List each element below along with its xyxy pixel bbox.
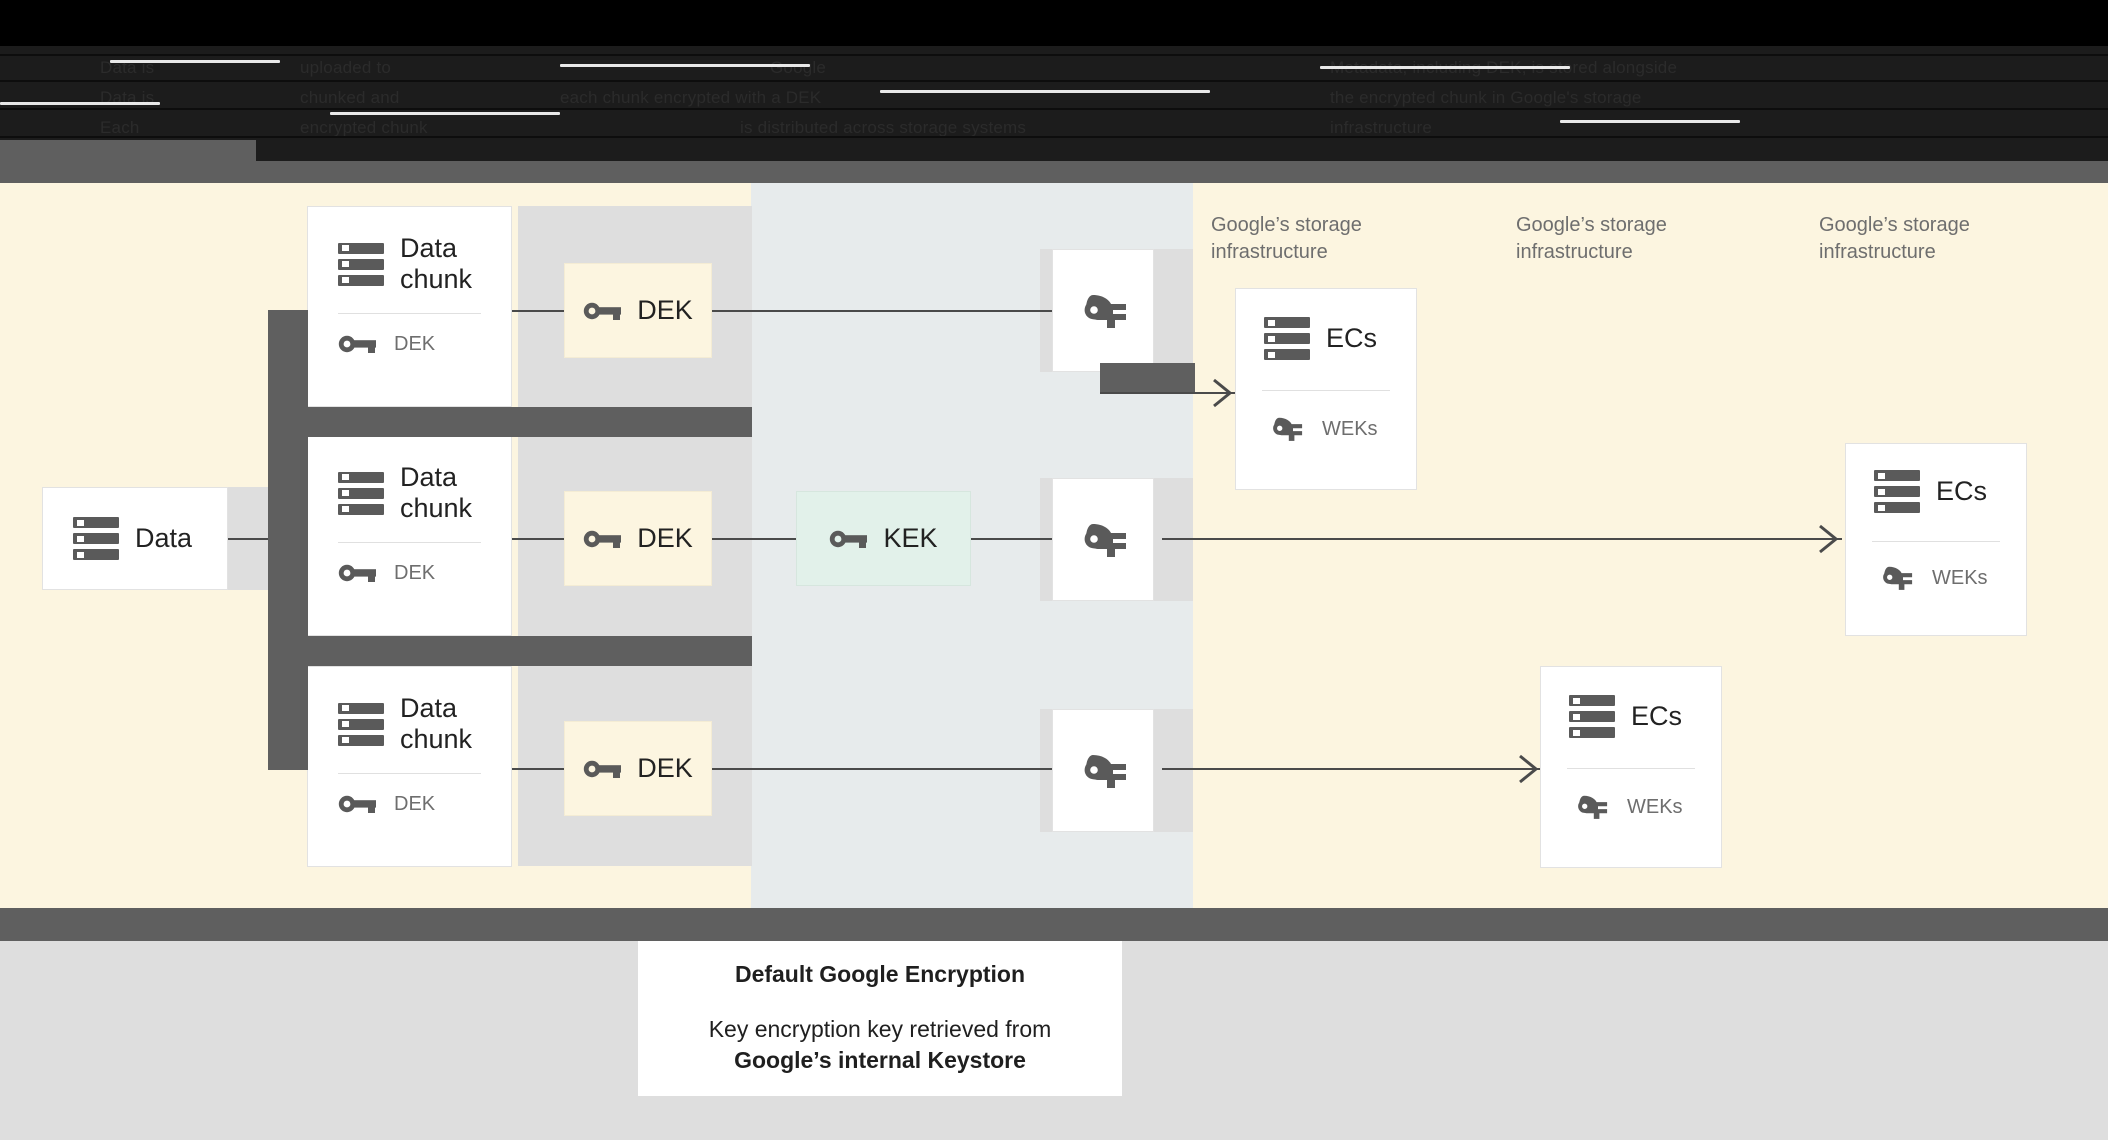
banner-text-6: each chunk encrypted with a DEK — [560, 88, 822, 107]
banner-text-10: is distributed across storage systems — [740, 118, 1027, 137]
card-divider — [1262, 390, 1390, 391]
wrapped-key-box[interactable] — [1052, 709, 1154, 832]
server-icon — [338, 702, 384, 746]
dek-chip[interactable]: DEK — [564, 491, 712, 586]
data-source-label: Data — [135, 522, 193, 553]
caption-box: Default Google Encryption Key encryption… — [638, 941, 1122, 1096]
banner-text-2: Google — [770, 58, 827, 77]
ec-card[interactable]: ECs WEKs — [1235, 288, 1417, 490]
banner-text-5: chunked and — [300, 88, 400, 107]
server-icon — [1874, 470, 1920, 513]
ec-weks-label: WEKs — [1627, 795, 1683, 818]
arrowline-to-ec1 — [1100, 392, 1236, 394]
caption-title: Default Google Encryption — [734, 960, 1026, 987]
key-icon — [338, 564, 376, 583]
wrapped-key-box[interactable] — [1052, 478, 1154, 601]
connector-chunk3-dek — [512, 768, 564, 770]
ec-title: ECs — [1936, 475, 1988, 506]
storage-label: Google’s storage infrastructure — [1211, 214, 1362, 263]
chunk-dek-label: DEK — [394, 332, 436, 355]
arrowhead-ec1 — [1213, 378, 1233, 408]
arrowhead-ec2 — [1519, 754, 1539, 784]
banner-text-9: encrypted chunk — [300, 118, 428, 137]
chunk-title: Data chunk — [400, 693, 473, 755]
key-icon — [584, 760, 622, 778]
top-black-band — [0, 0, 2108, 46]
connector-dek1-wk1 — [712, 310, 1054, 312]
connector-dek3-wk3 — [712, 768, 1054, 770]
wrapped-key-box[interactable] — [1052, 249, 1154, 372]
ec-title: ECs — [1326, 322, 1378, 353]
banner-text-4: Data is — [100, 88, 155, 107]
chunk-dek-label: DEK — [394, 561, 436, 584]
top-banner-band — [0, 46, 2108, 161]
server-icon — [338, 242, 384, 286]
kek-chip[interactable]: KEK — [796, 491, 971, 586]
chunk-title: Data chunk — [400, 462, 473, 524]
server-icon — [338, 471, 384, 515]
server-icon — [73, 517, 119, 560]
dek-chip[interactable]: DEK — [564, 721, 712, 816]
wrapped-key-icon — [1084, 754, 1126, 788]
key-icon — [584, 302, 622, 320]
caption-line1: Key encryption key retrieved from — [708, 1015, 1052, 1042]
data-source-card[interactable]: Data — [42, 487, 228, 590]
card-divider — [338, 542, 481, 544]
card-divider — [338, 313, 481, 315]
card-divider — [1567, 768, 1695, 769]
data-chunk-card[interactable]: Data chunk DEK — [307, 666, 512, 867]
data-chunk-card[interactable]: Data chunk DEK — [307, 435, 512, 636]
ec-title: ECs — [1631, 700, 1683, 731]
occlusion-horizontal-2 — [268, 636, 752, 666]
ec-card[interactable]: ECs WEKs — [1845, 443, 2027, 636]
occlusion-horizontal-1 — [268, 407, 752, 437]
wrapped-key-icon — [1084, 294, 1126, 328]
banner-text-8: Each — [100, 118, 140, 137]
occlusion-arrow-1 — [1100, 363, 1195, 392]
wrapped-key-icon — [1273, 417, 1303, 441]
card-divider — [1872, 541, 2000, 542]
storage-label: Google’s storage infrastructure — [1819, 214, 1970, 263]
dek-chip-label: DEK — [637, 295, 693, 325]
arrowline-to-ec3 — [1162, 538, 1842, 540]
upper-divider-bar — [0, 161, 2108, 183]
occlusion-vertical — [268, 310, 308, 770]
server-icon — [1264, 317, 1310, 360]
arrowhead-ec3 — [1819, 524, 1839, 554]
banner-text-7: the encrypted chunk in Google's storage — [1330, 88, 1642, 107]
arrowline-to-ec2 — [1162, 768, 1542, 770]
key-icon — [338, 335, 376, 354]
connector-kek-wk2 — [970, 538, 1054, 540]
connector-chunk2-dek — [512, 538, 564, 540]
dek-chip-label: DEK — [637, 523, 693, 553]
wrapped-key-icon — [1578, 795, 1608, 819]
banner-text-1: uploaded to — [300, 58, 392, 77]
wrapped-key-icon — [1084, 523, 1126, 557]
card-divider — [338, 773, 481, 775]
storage-label: Google’s storage infrastructure — [1516, 214, 1667, 263]
dek-chip[interactable]: DEK — [564, 263, 712, 358]
connector-chunk1-dek — [512, 310, 564, 312]
key-icon — [338, 795, 376, 814]
ec-card[interactable]: ECs WEKs — [1540, 666, 1722, 868]
occlusion-banner-left — [0, 140, 256, 162]
key-icon — [830, 530, 868, 548]
connector-dek2-kek — [712, 538, 796, 540]
server-icon — [1569, 695, 1615, 738]
occlusion-bottom — [880, 908, 2108, 941]
caption-line2: Google’s internal Keystore — [734, 1047, 1026, 1073]
chunk-dek-label: DEK — [394, 792, 436, 815]
kek-chip-label: KEK — [883, 523, 938, 553]
dek-chip-label: DEK — [637, 753, 693, 783]
caption-body: Key encryption key retrieved from Google… — [709, 1014, 1052, 1076]
key-icon — [584, 530, 622, 548]
top-banner: Data is uploaded to Google Metadata, inc… — [0, 46, 2108, 161]
ec-weks-label: WEKs — [1322, 417, 1378, 440]
chunk-title: Data chunk — [400, 233, 473, 295]
wrapped-key-icon — [1883, 566, 1913, 590]
data-chunk-card[interactable]: Data chunk DEK — [307, 206, 512, 407]
ec-weks-label: WEKs — [1932, 566, 1988, 589]
banner-text-11: infrastructure — [1330, 118, 1433, 137]
